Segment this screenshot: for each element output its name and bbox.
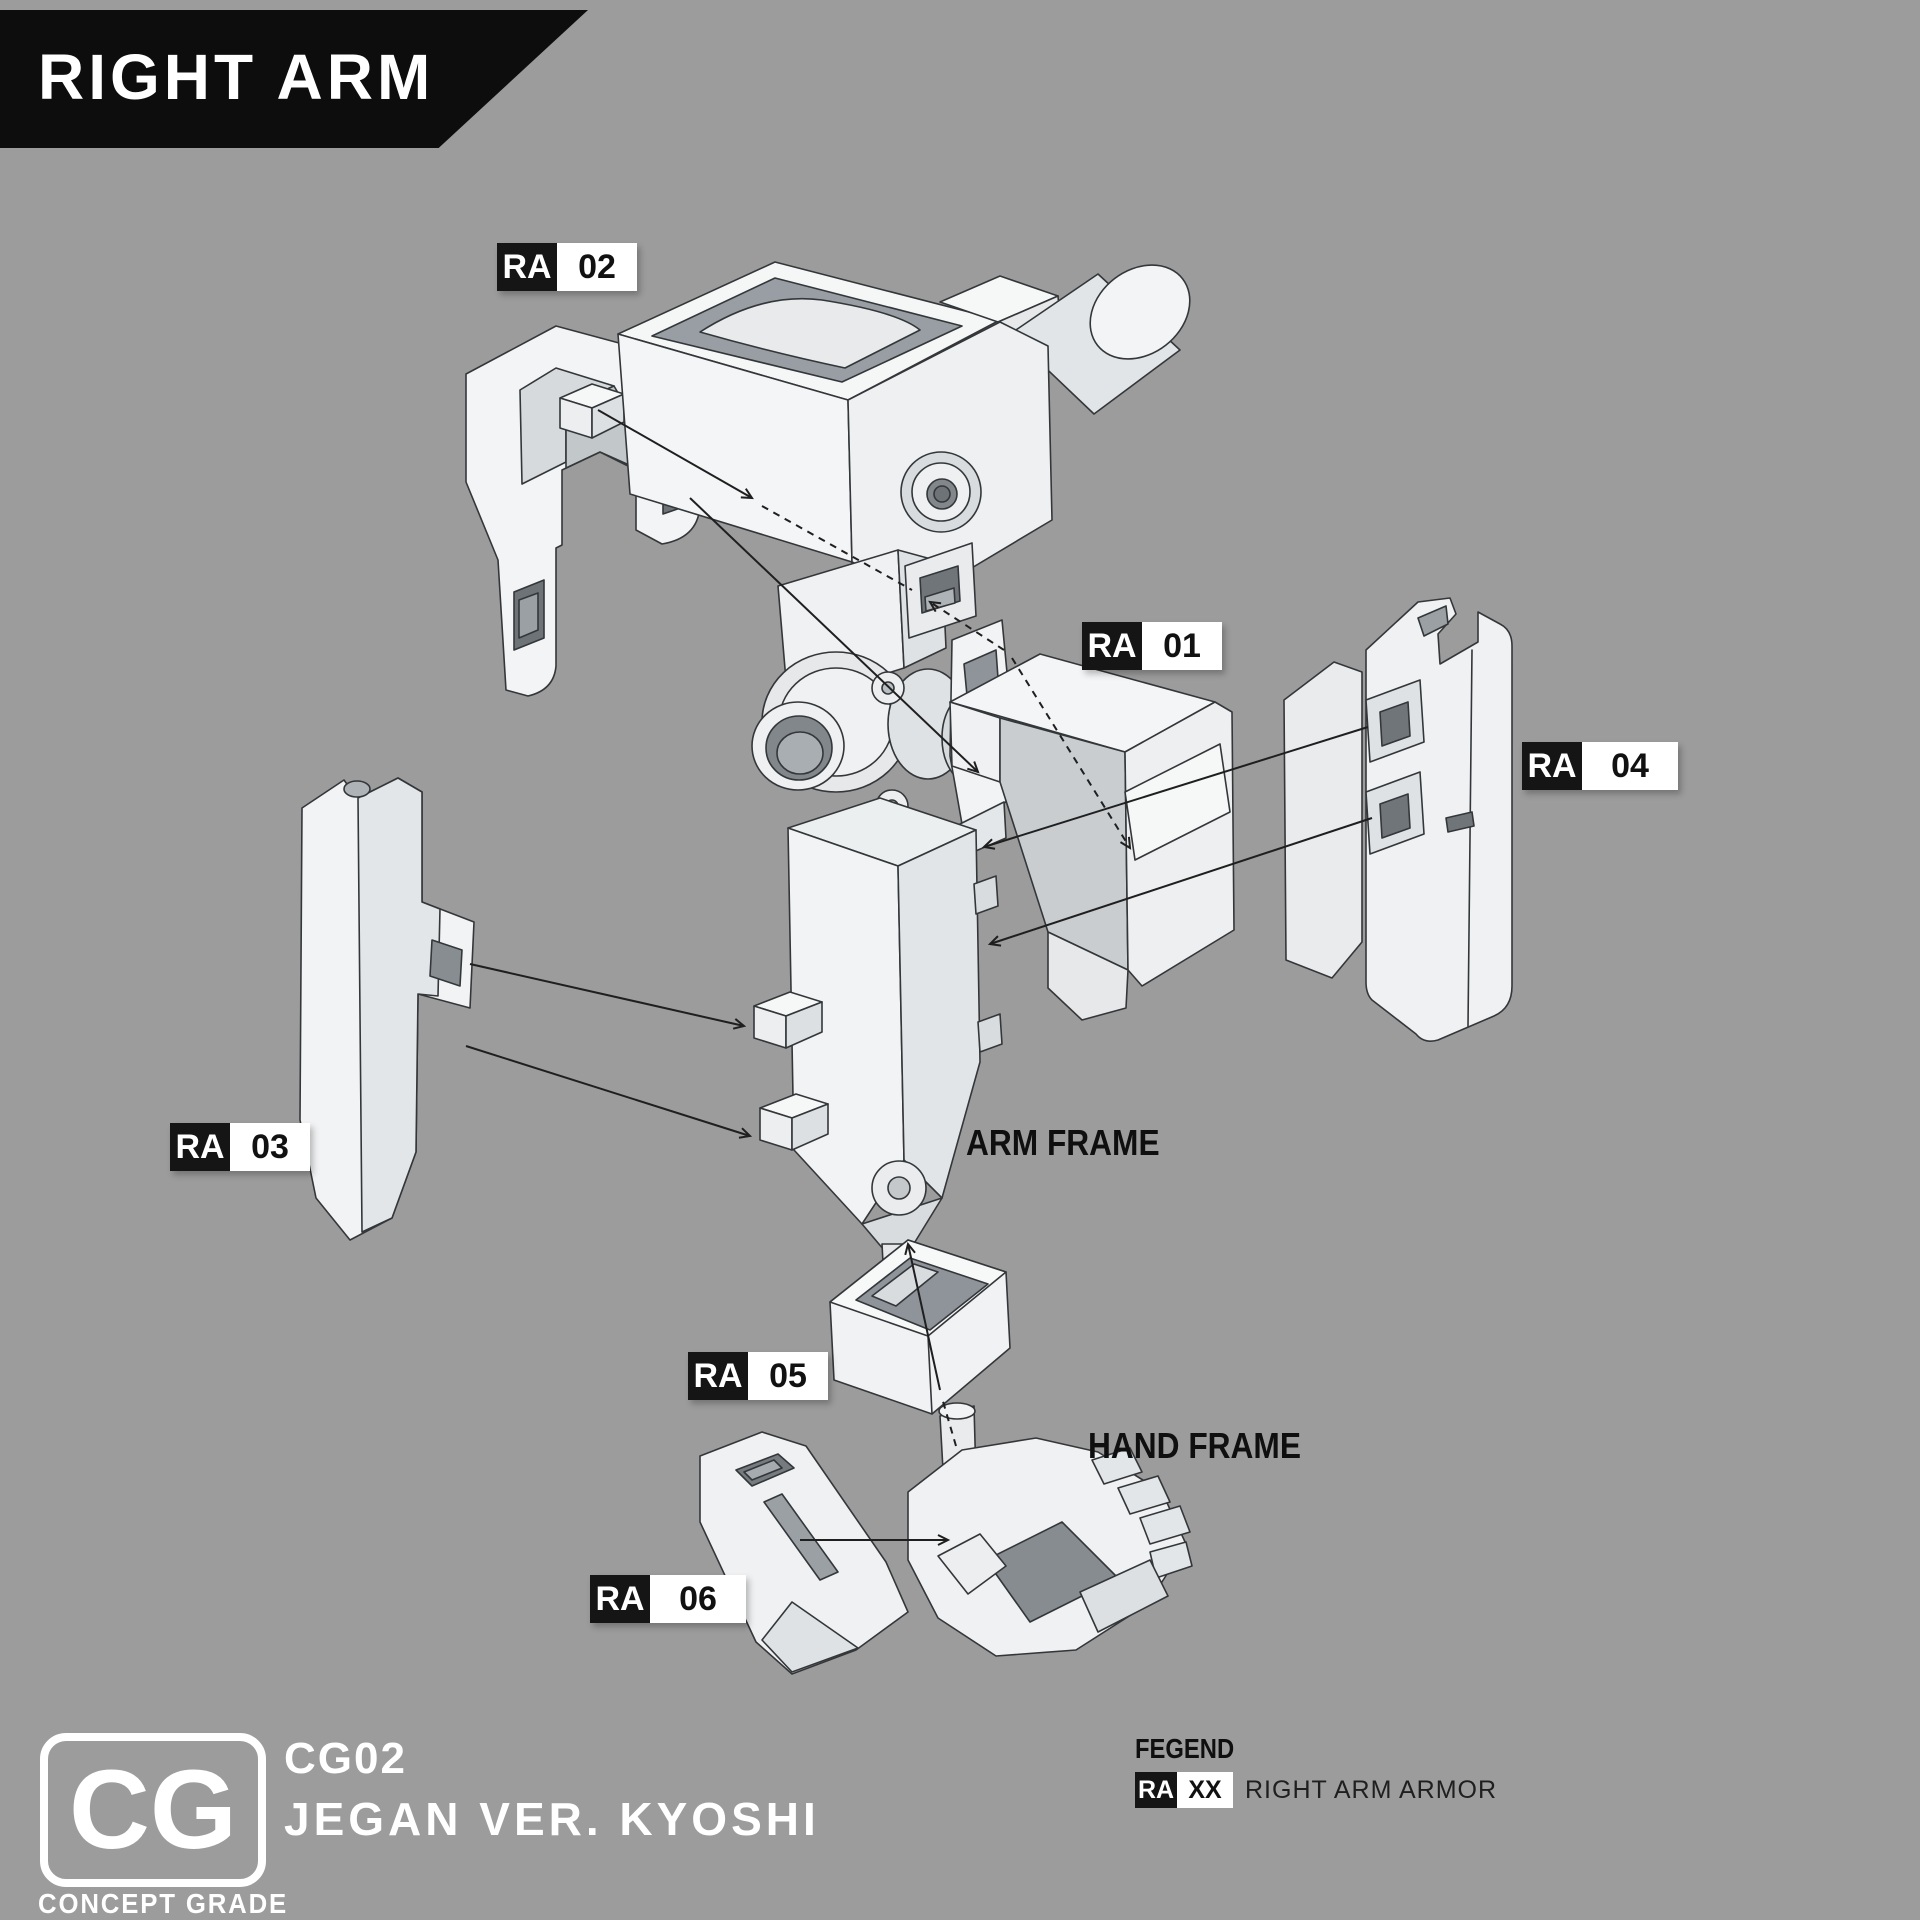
arrow-ra04-lower (987, 817, 1373, 947)
callout-number: 02 (557, 243, 637, 291)
callout-prefix: RA (590, 1575, 650, 1623)
legend-badge-number: XX (1177, 1772, 1233, 1808)
arrow-ra02-to-frame (597, 409, 754, 500)
shoulder-peg-cylinder (1009, 273, 1181, 415)
page-title: RIGHT ARM (38, 41, 435, 113)
callout-prefix: RA (170, 1123, 230, 1171)
part-hand-frame (907, 1402, 1193, 1657)
header-banner: RIGHT ARM (0, 10, 588, 148)
brand-logo: CG (40, 1733, 266, 1887)
callout-prefix: RA (497, 243, 557, 291)
part-ra06-armor (699, 1431, 909, 1675)
hand-frame-label: HAND FRAME (1088, 1425, 1301, 1466)
arrow-ra02-to-elbow (689, 497, 980, 774)
part-forearm-frame (753, 797, 1003, 1289)
callout-prefix: RA (1522, 742, 1582, 790)
arrow-ra04-upper (981, 726, 1369, 850)
brand-logo-initials: CG (69, 1747, 237, 1872)
arrow-ra03-upper (469, 963, 747, 1030)
callout-number: 03 (230, 1123, 310, 1171)
arrow-ra05-to-wrist (904, 1241, 941, 1391)
callout-number: 05 (748, 1352, 828, 1400)
product-code: CG02 (284, 1734, 407, 1783)
legend-description: RIGHT ARM ARMOR (1245, 1775, 1498, 1804)
arm-frame-label: ARM FRAME (966, 1122, 1160, 1163)
legend-title: FEGEND (1135, 1733, 1235, 1764)
part-upper-arm-frame (617, 261, 1191, 625)
callout-prefix: RA (688, 1352, 748, 1400)
part-ra04-armor (1283, 597, 1513, 1042)
brand-logo-caption: CONCEPT GRADE (38, 1888, 289, 1919)
part-ra05-armor (829, 1239, 1011, 1415)
assembly-arrows (465, 409, 1373, 1546)
callout-prefix: RA (1082, 622, 1142, 670)
arrow-ra01-to-slot (928, 600, 1005, 651)
part-ra03-armor (299, 777, 475, 1241)
legend-badge-prefix: RA (1135, 1772, 1177, 1808)
callout-number: 01 (1142, 622, 1222, 670)
part-ra01-armor (949, 653, 1235, 1021)
callout-number: 04 (1582, 742, 1678, 790)
callout-number: 06 (650, 1575, 746, 1623)
product-name: JEGAN VER. KYOSHI (284, 1793, 820, 1845)
arrow-ra03-lower (465, 1045, 753, 1139)
